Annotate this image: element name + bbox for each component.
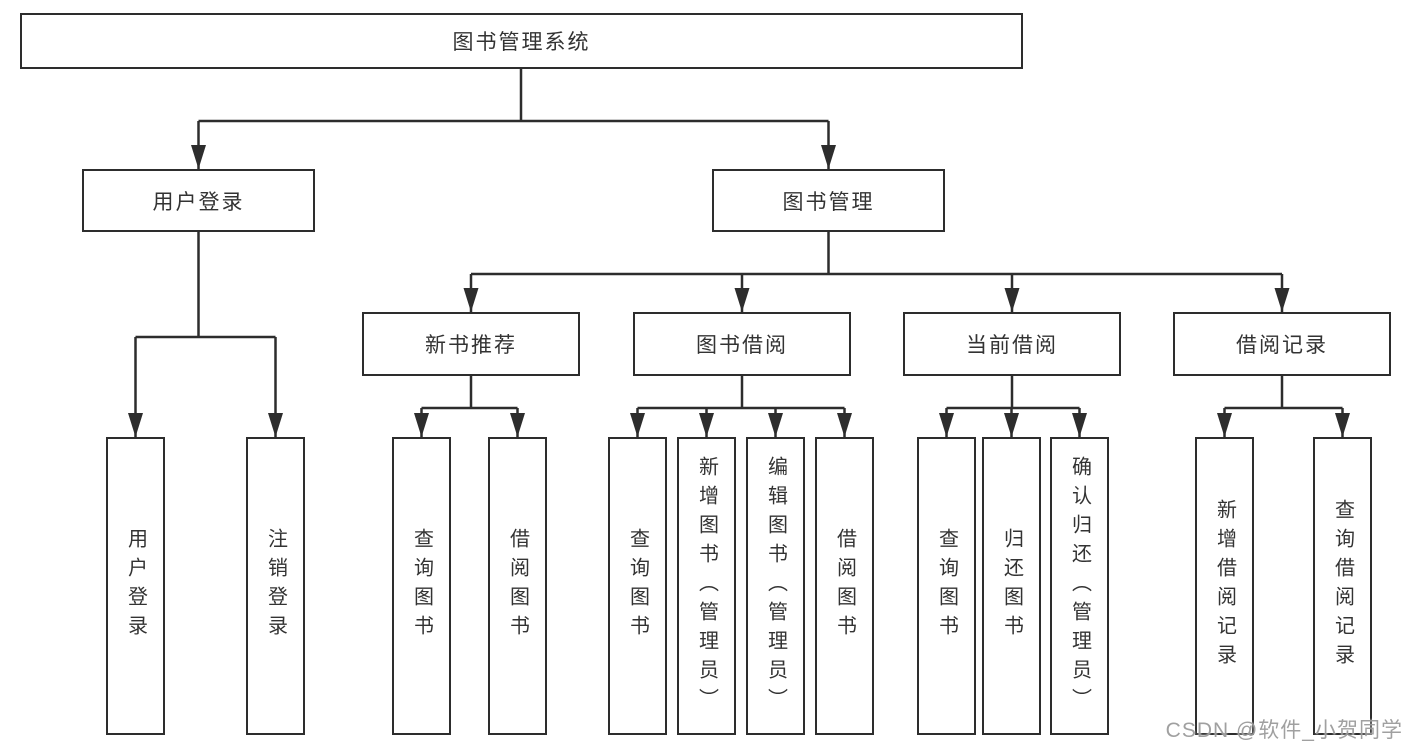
node-leaf-edit-book-admin: 编辑图书（管理员） [746, 437, 805, 735]
node-root-library-system: 图书管理系统 [20, 13, 1023, 69]
node-leaf-query-books-recommend: 查询图书 [392, 437, 451, 735]
node-leaf-borrow-books: 借阅图书 [815, 437, 874, 735]
node-book-borrow: 图书借阅 [633, 312, 851, 376]
node-new-book-recommend: 新书推荐 [362, 312, 580, 376]
node-book-management: 图书管理 [712, 169, 945, 232]
node-leaf-logout: 注销登录 [246, 437, 305, 735]
node-leaf-add-book-admin: 新增图书（管理员） [677, 437, 736, 735]
node-current-borrow: 当前借阅 [903, 312, 1121, 376]
node-leaf-add-borrow-record: 新增借阅记录 [1195, 437, 1254, 735]
node-leaf-query-books-current: 查询图书 [917, 437, 976, 735]
node-leaf-query-borrow-record: 查询借阅记录 [1313, 437, 1372, 735]
node-leaf-user-login: 用户登录 [106, 437, 165, 735]
node-borrow-records: 借阅记录 [1173, 312, 1391, 376]
node-leaf-query-books-borrow: 查询图书 [608, 437, 667, 735]
node-user-login: 用户登录 [82, 169, 315, 232]
node-leaf-borrow-books-recommend: 借阅图书 [488, 437, 547, 735]
node-leaf-confirm-return-admin: 确认归还（管理员） [1050, 437, 1109, 735]
csdn-watermark: CSDN @软件_小贺同学 [1165, 719, 1403, 742]
node-leaf-return-books: 归还图书 [982, 437, 1041, 735]
